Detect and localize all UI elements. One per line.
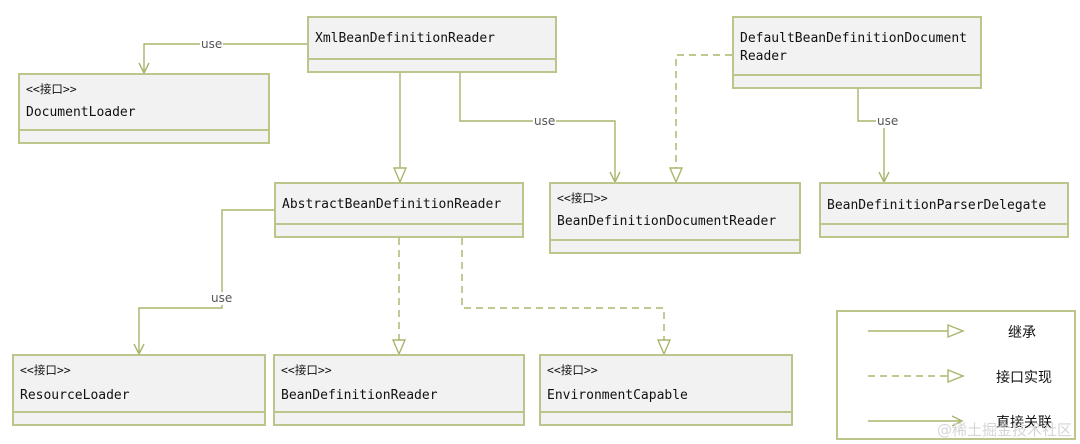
class-bean-definition-document-reader[interactable]: <<接口>> BeanDefinitionDocumentReader [549,182,801,254]
stereotype-label: <<接口>> [281,363,332,377]
legend-triangle-inheritance [947,323,965,339]
edge-default-to-parser [857,89,885,182]
class-environment-capable[interactable]: <<接口>> EnvironmentCapable [539,354,793,426]
class-name: XmlBeanDefinitionReader [315,31,496,46]
class-name: DefaultBeanDefinitionDocument Reader [740,31,967,64]
class-xml-bean-definition-reader[interactable]: XmlBeanDefinitionReader [307,16,557,73]
class-name: BeanDefinitionDocumentReader [557,214,777,229]
edge-label-use-resource: use [210,291,234,305]
class-document-loader[interactable]: <<接口>> DocumentLoader [18,73,270,144]
triangle-abstract [392,167,408,184]
class-bean-definition-parser-delegate[interactable]: BeanDefinitionParserDelegate [819,182,1069,238]
class-default-bean-definition-document-reader[interactable]: DefaultBeanDefinitionDocument Reader [732,16,982,89]
edge-label-use-doc-reader: use [533,114,557,128]
edge-abstract-to-env [461,238,665,340]
legend-arrow-association [951,415,964,427]
triangle-bdr [391,339,407,356]
class-name: EnvironmentCapable [547,388,688,403]
class-name: AbstractBeanDefinitionReader [282,197,502,212]
class-name: ResourceLoader [20,388,130,403]
legend-label-direct-association: 直接关联 [996,415,1052,431]
class-name: BeanDefinitionParserDelegate [827,198,1047,213]
edge-abstract-to-resource [138,209,274,354]
class-name: DocumentLoader [26,105,136,120]
class-resource-loader[interactable]: <<接口>> ResourceLoader [12,354,266,426]
legend-label-interface-implementation: 接口实现 [996,370,1052,386]
stereotype-label: <<接口>> [26,82,77,96]
class-name: BeanDefinitionReader [281,388,438,403]
legend-label-inheritance: 继承 [1008,325,1036,341]
stereotype-label: <<接口>> [547,363,598,377]
edge-xml-to-document-loader [143,43,307,73]
class-bean-definition-reader[interactable]: <<接口>> BeanDefinitionReader [273,354,525,426]
edge-label-use-document-loader: use [200,37,224,51]
edge-label-use-parser: use [876,114,900,128]
triangle-doc-reader [668,167,684,184]
legend-triangle-interface [947,368,965,384]
triangle-env [656,339,672,356]
watermark: @稀土掘金技术社区 [936,421,1072,439]
class-abstract-bean-definition-reader[interactable]: AbstractBeanDefinitionReader [274,182,524,238]
stereotype-label: <<接口>> [20,363,71,377]
edge-default-to-doc-reader [675,54,732,168]
stereotype-label: <<接口>> [557,191,608,205]
